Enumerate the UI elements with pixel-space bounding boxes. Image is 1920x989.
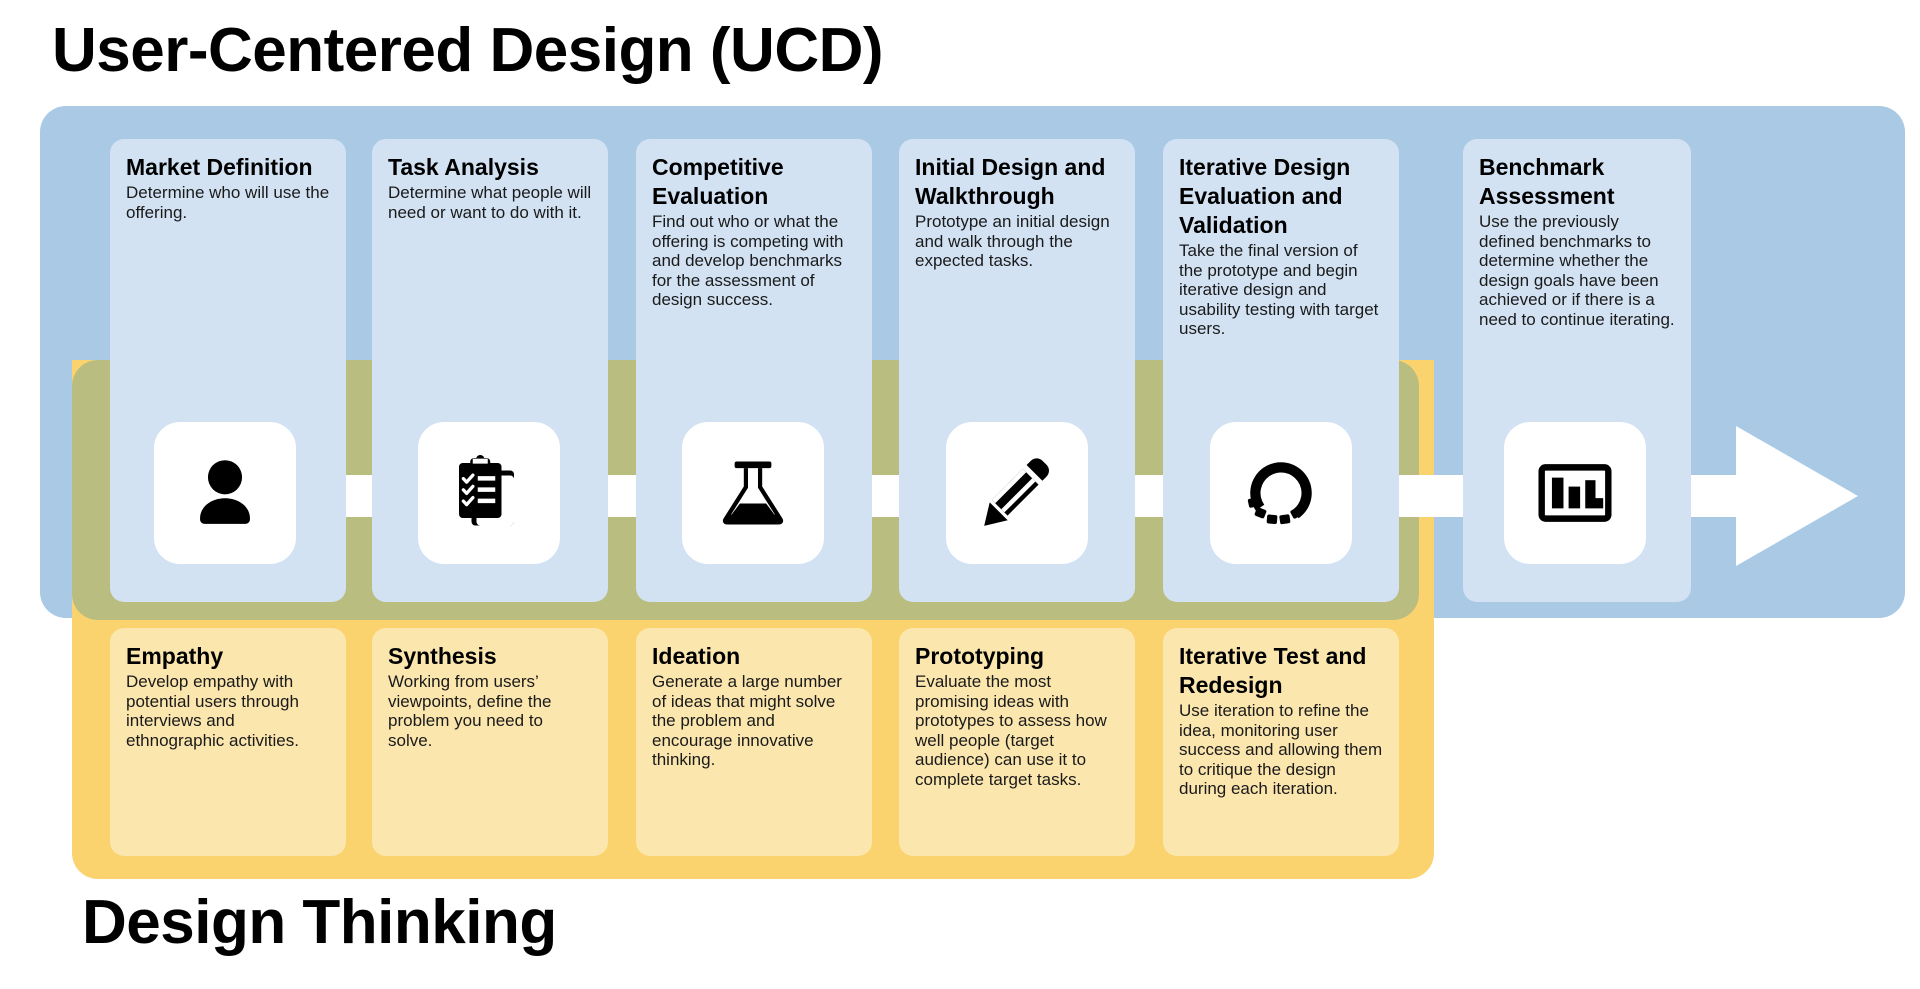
clipboard-checklist-icon [449, 453, 529, 533]
dt-card-body: Use iteration to refine the idea, monito… [1179, 701, 1383, 798]
flask-icon [711, 451, 795, 535]
dt-card-4[interactable]: Prototyping Evaluate the most promising … [899, 628, 1135, 856]
page-title-design-thinking: Design Thinking [82, 888, 557, 957]
dt-card-1[interactable]: Empathy Develop empathy with potential u… [110, 628, 346, 856]
refresh-loop-icon [1240, 452, 1322, 534]
icon-tile-6[interactable] [1504, 422, 1646, 564]
ucd-card-title: Benchmark Assessment [1479, 154, 1615, 209]
ucd-card-body: Prototype an initial design and walk thr… [915, 212, 1110, 270]
dt-card-title: Iterative Test and Redesign [1179, 643, 1367, 698]
icon-tile-3[interactable] [682, 422, 824, 564]
ucd-card-body: Take the final version of the prototype … [1179, 241, 1379, 338]
icon-tile-5[interactable] [1210, 422, 1352, 564]
ucd-card-title: Competitive Evaluation [652, 154, 784, 209]
ucd-card-body: Determine who will use the offering. [126, 183, 330, 222]
pencil-icon [975, 451, 1059, 535]
icon-tile-2[interactable] [418, 422, 560, 564]
ucd-card-title: Iterative Design Evaluation and Validati… [1179, 154, 1351, 238]
dt-card-5[interactable]: Iterative Test and Redesign Use iteratio… [1163, 628, 1399, 856]
dt-card-title: Ideation [652, 643, 741, 669]
person-icon [183, 451, 267, 535]
ucd-card-3[interactable]: Competitive Evaluation Find out who or w… [636, 139, 872, 602]
ucd-card-body: Find out who or what the offering is com… [652, 212, 844, 309]
ucd-card-body: Use the previously defined benchmarks to… [1479, 212, 1675, 329]
ucd-card-title: Initial Design and Walkthrough [915, 154, 1106, 209]
right-arrow-icon [1736, 426, 1858, 566]
dt-card-body: Develop empathy with potential users thr… [126, 672, 299, 750]
dt-card-body: Working from users’ viewpoints, define t… [388, 672, 552, 750]
bar-chart-icon [1534, 452, 1616, 534]
dt-card-title: Empathy [126, 643, 224, 669]
dt-card-body: Evaluate the most promising ideas with p… [915, 672, 1107, 789]
page-title-ucd: User-Centered Design (UCD) [52, 16, 884, 85]
dt-card-3[interactable]: Ideation Generate a large number of idea… [636, 628, 872, 856]
ucd-card-title: Task Analysis [388, 154, 539, 180]
icon-tile-4[interactable] [946, 422, 1088, 564]
icon-tile-1[interactable] [154, 422, 296, 564]
ucd-card-title: Market Definition [126, 154, 313, 180]
ucd-card-body: Determine what people will need or want … [388, 183, 592, 222]
dt-card-title: Prototyping [915, 643, 1045, 669]
dt-card-2[interactable]: Synthesis Working from users’ viewpoints… [372, 628, 608, 856]
ucd-card-4[interactable]: Initial Design and Walkthrough Prototype… [899, 139, 1135, 602]
dt-card-title: Synthesis [388, 643, 497, 669]
dt-card-body: Generate a large number of ideas that mi… [652, 672, 842, 769]
